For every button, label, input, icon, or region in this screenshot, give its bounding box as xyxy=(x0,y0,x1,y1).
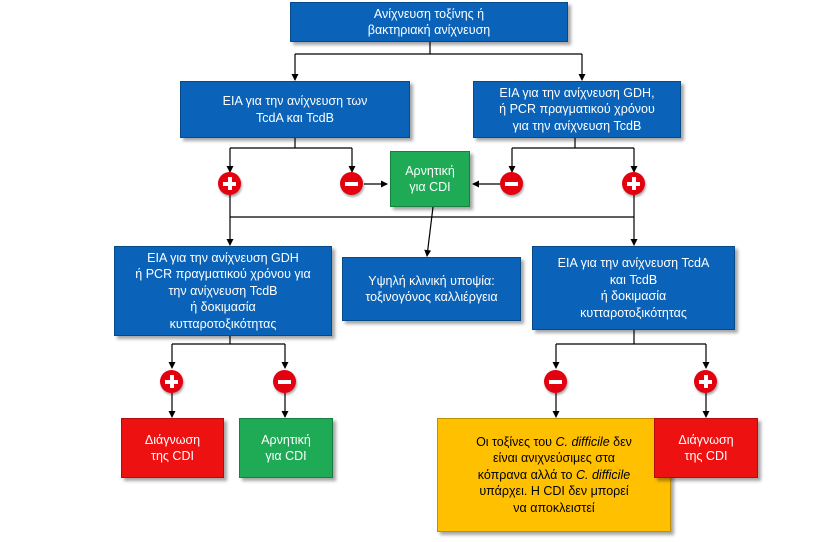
box-line: Διάγνωση xyxy=(678,432,734,447)
note-text: δεν xyxy=(609,434,632,449)
diagnosis-cdi-right-box: Διάγνωση της CDI xyxy=(654,418,758,478)
box-line: βακτηριακή ανίχνευση xyxy=(367,23,491,37)
second-right-positive-sign xyxy=(694,370,717,393)
box-line: Διάγνωση xyxy=(144,432,201,447)
box-line: κυτταροτοξικότητας xyxy=(580,305,687,320)
eia-gdh-pcr-box: EIA για την ανίχνευση GDH, ή PCR πραγματ… xyxy=(473,81,681,138)
left-followup-test-box: EIA για την ανίχνευση GDH ή PCR πραγματι… xyxy=(114,246,332,336)
diagnosis-cdi-left-box: Διάγνωση της CDI xyxy=(121,418,224,478)
eia-toxins-box: EIA για την ανίχνευση των TcdA και TcdB xyxy=(180,81,410,138)
box-line: τοξινογόνος καλλιέργεια xyxy=(365,290,498,304)
first-right-negative-sign xyxy=(500,172,523,195)
box-line: Ανίχνευση τοξίνης ή xyxy=(373,6,485,21)
high-clinical-suspicion-box: Υψηλή κλινική υποψία: τοξινογόνος καλλιέ… xyxy=(342,257,521,321)
box-line: και TcdB xyxy=(609,272,658,287)
box-line: για CDI xyxy=(409,180,451,194)
second-left-positive-sign xyxy=(160,370,183,393)
box-line: EIA για την ανίχνευση GDH, xyxy=(499,85,655,100)
box-line: Υψηλή κλινική υποψία: xyxy=(368,273,495,288)
box-line: την ανίχνευση TcdB xyxy=(168,283,278,298)
box-line: Αρνητική xyxy=(405,163,455,178)
note-organism: C. difficile xyxy=(555,434,610,449)
note-text: Οι τοξίνες του xyxy=(476,434,556,449)
note-text: κόπρανα αλλά το xyxy=(477,467,576,482)
note-line-2: είναι ανιχνεύσιμες στα xyxy=(492,451,615,466)
box-line: TcdA και TcdB xyxy=(256,110,334,125)
box-line: της CDI xyxy=(151,449,194,463)
first-left-positive-sign xyxy=(218,172,241,195)
box-line: EIA για την ανίχνευση GDH xyxy=(147,250,299,265)
first-left-negative-sign xyxy=(340,172,363,195)
toxin-or-bacterial-detection-box: Ανίχνευση τοξίνης ή βακτηριακή ανίχνευση xyxy=(290,2,568,42)
box-line: της CDI xyxy=(684,449,728,463)
box-line: ή δοκιμασία xyxy=(600,289,667,303)
box-line: ή δοκιμασία xyxy=(190,300,256,315)
second-right-negative-sign xyxy=(544,370,567,393)
negative-for-cdi-bottom-box: Αρνητική για CDI xyxy=(239,418,333,478)
box-line: EIA για την ανίχνευση TcdA xyxy=(557,256,710,270)
box-line: για CDI xyxy=(265,449,307,463)
note-organism: C. difficile xyxy=(576,467,631,482)
box-line: Αρνητική xyxy=(261,432,311,447)
second-left-negative-sign xyxy=(273,370,296,393)
note-line-1: Οι τοξίνες του C. difficile δεν xyxy=(476,434,632,451)
first-right-positive-sign xyxy=(622,172,645,195)
box-line: κυτταροτοξικότητας xyxy=(169,316,277,331)
box-line: EIA για την ανίχνευση των xyxy=(222,94,368,108)
box-line: για την ανίχνευση TcdB xyxy=(512,118,642,133)
note-line-5: να αποκλειστεί xyxy=(513,500,595,515)
right-followup-test-box: EIA για την ανίχνευση TcdA και TcdB ή δο… xyxy=(532,246,735,330)
note-line-4: υπάρχει. Η CDI δεν μπορεί xyxy=(479,484,629,499)
toxins-not-detectable-note-box: Οι τοξίνες του C. difficile δεν είναι αν… xyxy=(437,418,671,532)
box-line: ή PCR πραγματικού χρόνου για xyxy=(135,267,311,282)
negative-for-cdi-center-box: Αρνητική για CDI xyxy=(390,151,470,207)
connector-negative-to-suspicion xyxy=(424,206,434,257)
box-line: ή PCR πραγματικού χρόνου xyxy=(499,102,655,117)
note-line-3: κόπρανα αλλά το C. difficile xyxy=(476,467,632,484)
